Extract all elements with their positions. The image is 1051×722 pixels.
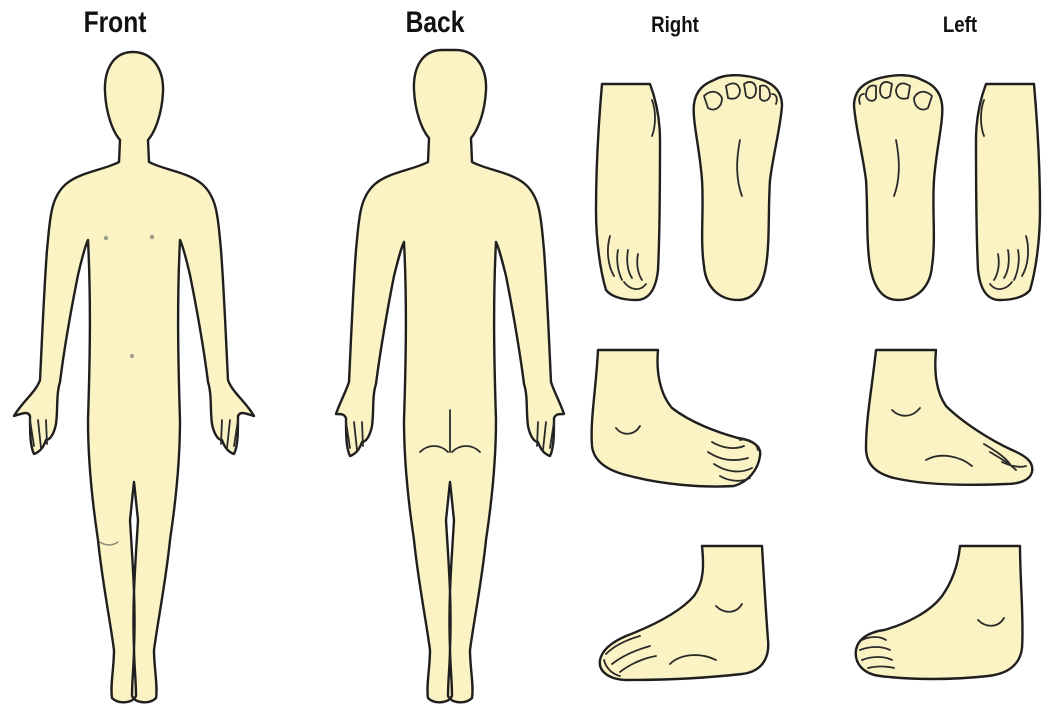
left-foot-medial-view xyxy=(866,350,1032,485)
left-foot-dorsal-view xyxy=(976,84,1040,300)
right-foot-medial-view xyxy=(600,546,768,680)
right-foot-plantar-view xyxy=(694,75,782,300)
right-foot-lateral-view xyxy=(592,350,761,487)
back-body-figure xyxy=(336,50,564,702)
left-foot-lateral-view xyxy=(856,546,1023,679)
left-foot-plantar-view xyxy=(854,75,942,300)
right-foot-dorsal-view xyxy=(596,84,660,300)
front-body-figure xyxy=(14,52,254,702)
